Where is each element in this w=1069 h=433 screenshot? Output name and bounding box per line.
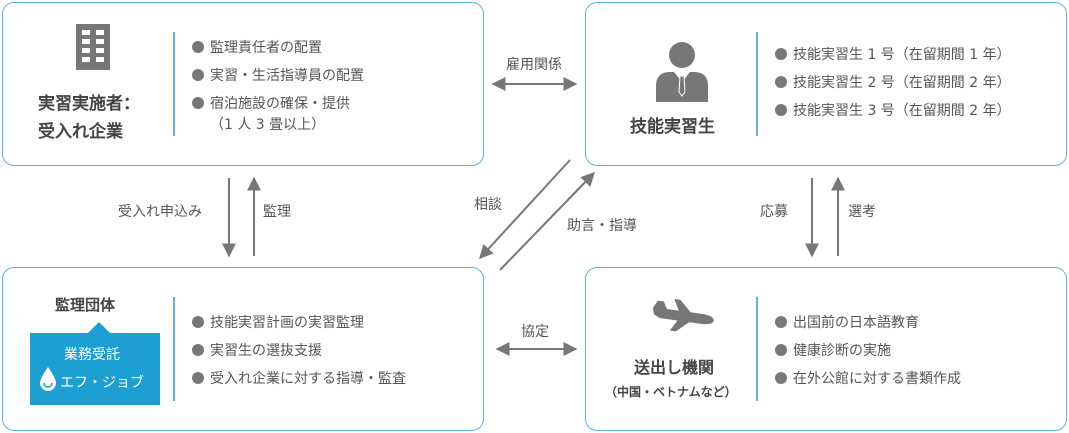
advice-arrow [499, 171, 595, 271]
supervise-label: 監理 [263, 204, 291, 220]
application-label: 応募 [760, 204, 788, 220]
list-item: 宿泊施設の確保・提供 [192, 90, 364, 118]
list-item-note: （1 人 3 畳以上） [210, 117, 326, 133]
list-item: 技能実習生 3 号（在留期間 2 年） [775, 97, 1011, 125]
trainee-title: 技能実習生 [630, 117, 715, 137]
employer-list: 監理責任者の配置 実習・生活指導員の配置 宿泊施設の確保・提供 （1 人 3 畳… [192, 34, 364, 136]
consult-arrow [479, 159, 571, 260]
employment-label: 雇用関係 [506, 57, 562, 73]
selection-label: 選考 [848, 204, 876, 220]
list-item: 監理責任者の配置 [192, 34, 364, 62]
list-item: 技能実習生 1 号（在留期間 1 年） [775, 41, 1011, 69]
list-item: 実習・生活指導員の配置 [192, 62, 364, 90]
badge-company: エフ・ジョブ [60, 375, 144, 391]
trainee-divider [756, 32, 758, 136]
employer-title: 実習実施者： 受入れ企業 [38, 94, 140, 142]
list-item: 技能実習生 2 号（在留期間 2 年） [775, 69, 1011, 97]
sending-title: 送出し機関 [634, 358, 715, 377]
trainee-list: 技能実習生 1 号（在留期間 1 年） 技能実習生 2 号（在留期間 2 年） … [775, 41, 1011, 125]
fjob-badge: 業務受託 エフ・ジョブ [30, 322, 160, 405]
list-item: 出国前の日本語教育 [775, 309, 961, 337]
sending-divider [756, 297, 758, 401]
list-item: 受入れ企業に対する指導・監査 [192, 365, 406, 393]
airplane-icon [652, 298, 714, 332]
supervisor-title: 監理団体 [55, 296, 116, 314]
badge-label: 業務受託 [64, 347, 120, 363]
water-drop-icon [40, 367, 56, 391]
sending-subtitle: （中国・ベトナムなど） [605, 385, 737, 399]
advice-label: 助言・指導 [567, 218, 637, 234]
agreement-label: 協定 [521, 324, 549, 340]
sending-list: 出国前の日本語教育 健康診断の実施 在外公館に対する書類作成 [775, 309, 961, 393]
list-item: 在外公館に対する書類作成 [775, 365, 961, 393]
supervisor-divider [173, 297, 175, 401]
building-icon [76, 24, 110, 70]
employer-divider [173, 32, 175, 136]
person-icon [656, 42, 708, 102]
consult-label: 相談 [474, 197, 502, 213]
list-item: 健康診断の実施 [775, 337, 961, 365]
supervisor-list: 技能実習計画の実習監理 実習生の選抜支援 受入れ企業に対する指導・監査 [192, 309, 406, 393]
list-item: 技能実習計画の実習監理 [192, 309, 406, 337]
list-item: 実習生の選抜支援 [192, 337, 406, 365]
apply-label: 受入れ申込み [118, 204, 202, 220]
